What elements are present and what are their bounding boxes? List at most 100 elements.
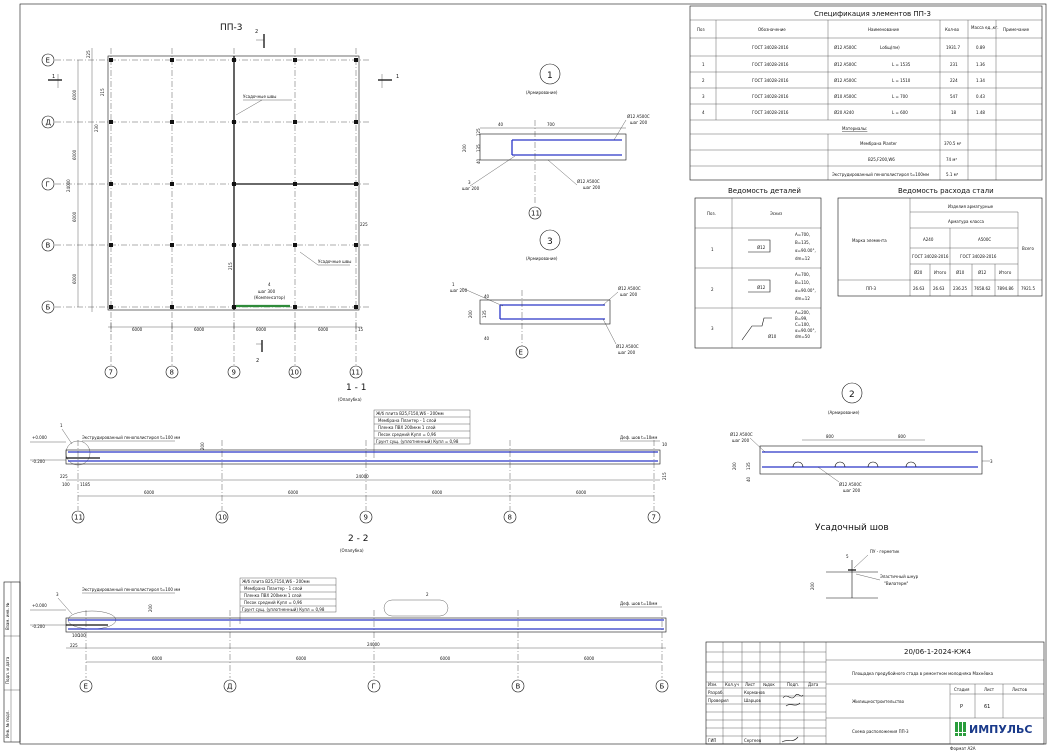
svg-text:Ø12: Ø12 xyxy=(978,270,987,275)
plan-bottom-dims: 6000 6000 6000 6000 15 xyxy=(108,322,364,332)
svg-text:Ø12 A500C: Ø12 A500C xyxy=(834,45,857,50)
node-2-rebar-bottom: Ø12 A500C xyxy=(839,482,862,487)
svg-text:547: 547 xyxy=(950,94,958,99)
svg-text:Взам. инв. №: Взам. инв. № xyxy=(5,603,10,630)
section-2-lvl-top: +0.000 xyxy=(32,603,47,608)
svg-text:1931.7: 1931.7 xyxy=(946,45,960,50)
section-1-axes: 11 10 9 8 7 xyxy=(71,440,661,524)
svg-text:1185: 1185 xyxy=(80,482,91,487)
node-3-number: 3 xyxy=(547,237,553,247)
svg-text:шаг 200: шаг 200 xyxy=(843,488,861,493)
plan-row-axis: Б xyxy=(46,304,51,312)
svg-text:74 м³: 74 м³ xyxy=(946,157,957,162)
section-2-lvl-bot: -0.200 xyxy=(32,624,45,629)
svg-text:Е: Е xyxy=(84,683,88,691)
svg-text:Экструдированный пенополистиро: Экструдированный пенополистирол t=100мм xyxy=(832,172,929,177)
svg-text:200: 200 xyxy=(468,310,473,318)
section-1-foam: Экструдированный пенополистирол t=100 мм xyxy=(82,435,180,440)
node-1-slab xyxy=(479,133,627,161)
svg-text:ГОСТ 34028-2016: ГОСТ 34028-2016 xyxy=(752,45,789,50)
svg-text:ГОСТ 34028-2016: ГОСТ 34028-2016 xyxy=(752,94,789,99)
plan-row-axis: В xyxy=(46,242,51,250)
spec-table: Спецификация элементов ПП-3 Поз Обозначе… xyxy=(689,5,1043,181)
svg-text:2: 2 xyxy=(711,287,714,292)
svg-text:40: 40 xyxy=(476,158,481,164)
svg-text:215: 215 xyxy=(662,472,667,480)
svg-text:ГИП: ГИП xyxy=(708,738,716,743)
svg-text:Проверил: Проверил xyxy=(708,698,729,703)
svg-text:A240: A240 xyxy=(923,237,934,242)
svg-text:6000: 6000 xyxy=(72,89,77,100)
svg-text:3: 3 xyxy=(702,94,705,99)
spec-title: Спецификация элементов ПП-3 xyxy=(814,10,931,18)
svg-text:шаг 200: шаг 200 xyxy=(462,186,480,191)
svg-text:Ø10 A500C: Ø10 A500C xyxy=(834,94,857,99)
svg-text:шаг 200: шаг 200 xyxy=(620,292,638,297)
svg-text:ГОСТ 34028-2016: ГОСТ 34028-2016 xyxy=(752,62,789,67)
sheet-frame xyxy=(19,3,1047,745)
spec-row: 1 ГОСТ 34028-2016 Ø12 A500C L = 1535 231… xyxy=(702,62,985,67)
svg-text:2: 2 xyxy=(256,358,259,364)
svg-text:Сергеев: Сергеев xyxy=(744,738,762,743)
svg-text:2: 2 xyxy=(702,78,705,83)
svg-text:6000: 6000 xyxy=(256,327,267,332)
plan-grid xyxy=(55,48,370,365)
svg-text:Итого: Итого xyxy=(999,270,1012,275)
plan-section-mark-top: 2 xyxy=(255,29,258,35)
details-table: Ведомость деталей Поз. Эскиз 1 Ø12 A=700… xyxy=(694,187,822,349)
node-2-caption: (Армирование) xyxy=(828,410,860,415)
svg-text:6000: 6000 xyxy=(432,490,443,495)
svg-text:L = 1510: L = 1510 xyxy=(892,78,911,83)
svg-text:Пленка ПВХ 200мкм 1 слой: Пленка ПВХ 200мкм 1 слой xyxy=(378,425,436,430)
section-1-right-note: Деф. шов t=10мм xyxy=(620,435,657,440)
svg-text:6000: 6000 xyxy=(152,656,163,661)
svg-text:Шарцов: Шарцов xyxy=(744,698,761,703)
svg-text:Обозначение: Обозначение xyxy=(758,27,786,32)
svg-text:L = 1535: L = 1535 xyxy=(892,62,911,67)
svg-text:6000: 6000 xyxy=(72,149,77,160)
plan-row-axis: Г xyxy=(46,181,50,189)
svg-text:6000: 6000 xyxy=(440,656,451,661)
plan-row-axes: Е Д Г В Б xyxy=(41,53,55,314)
svg-text:3: 3 xyxy=(468,180,471,185)
svg-text:Кол.уч: Кол.уч xyxy=(725,682,739,687)
svg-text:10: 10 xyxy=(662,442,668,447)
svg-text:800: 800 xyxy=(898,434,906,439)
plan-row-axis: Д xyxy=(46,119,52,127)
svg-text:Итого: Итого xyxy=(934,270,947,275)
node-1-rebar-top: Ø12 A500C xyxy=(627,114,650,119)
svg-text:4: 4 xyxy=(702,110,705,115)
company-name: ИМПУЛЬС xyxy=(969,723,1032,736)
svg-text:7894.86: 7894.86 xyxy=(997,286,1014,291)
svg-text:Ø20 A240: Ø20 A240 xyxy=(834,110,854,115)
node-1-caption: (Армирование) xyxy=(526,90,558,95)
svg-text:"Вилатерм": "Вилатерм" xyxy=(884,581,909,586)
svg-text:шаг 200: шаг 200 xyxy=(618,350,636,355)
plan-compensator-note1: шаг 300 xyxy=(258,289,276,294)
svg-text:225: 225 xyxy=(70,643,78,648)
svg-text:1: 1 xyxy=(60,423,63,428)
svg-text:100: 100 xyxy=(62,482,70,487)
svg-text:6000: 6000 xyxy=(318,327,329,332)
svg-text:dm=12: dm=12 xyxy=(795,256,810,261)
svg-text:5: 5 xyxy=(846,554,849,559)
section-1-title: 1 - 1 xyxy=(346,383,366,393)
stamp-stage: Р xyxy=(960,704,963,710)
section-1-lvl-top: +0.000 xyxy=(32,435,47,440)
svg-text:A=700,: A=700, xyxy=(795,272,810,277)
node-3-slab xyxy=(479,299,611,325)
plan-compensator-note2: (Компенсатор) xyxy=(254,295,286,300)
svg-text:шаг 200: шаг 200 xyxy=(450,288,468,293)
svg-text:11: 11 xyxy=(74,514,83,522)
svg-text:200: 200 xyxy=(148,604,153,612)
details-title: Ведомость деталей xyxy=(728,187,801,195)
svg-text:Лист: Лист xyxy=(745,682,756,687)
svg-text:Масса ед.,кг.: Масса ед.,кг. xyxy=(971,25,999,30)
section-2-total: 24000 xyxy=(367,642,380,647)
svg-text:dm=12: dm=12 xyxy=(795,296,810,301)
svg-text:Инв. № подл.: Инв. № подл. xyxy=(5,710,10,738)
node-2: 2 (Армирование) 800 800 200 135 40 Ø12 A… xyxy=(730,382,993,493)
side-stamp: Взам. инв. № Подп. и дата Инв. № подл. xyxy=(3,581,21,743)
svg-text:1: 1 xyxy=(711,247,714,252)
svg-text:6000: 6000 xyxy=(132,327,143,332)
